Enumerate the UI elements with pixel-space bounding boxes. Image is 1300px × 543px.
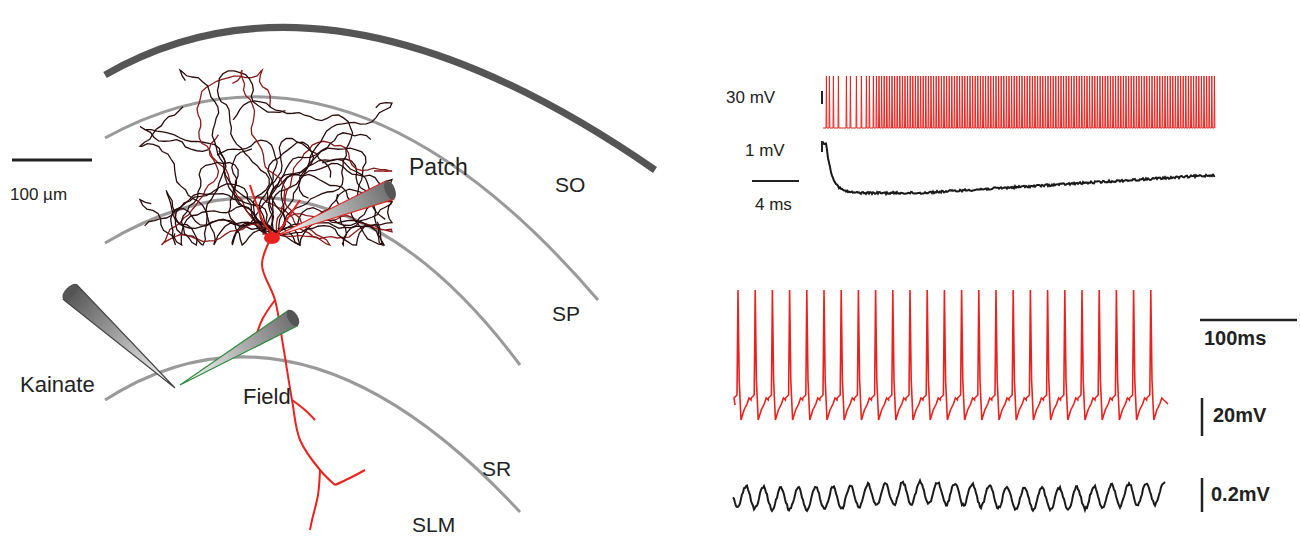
pipette-end	[60, 281, 81, 303]
scale-bar	[752, 180, 799, 182]
scale-bar	[821, 141, 823, 152]
spike-train	[734, 290, 1168, 420]
pipette-body	[180, 310, 298, 385]
pipette-label: Kainate	[20, 374, 95, 396]
dendrite	[272, 224, 366, 245]
scale-label: 100 µm	[10, 186, 67, 203]
kainate-pipette	[60, 281, 175, 388]
dendrite	[140, 107, 264, 245]
scale-label: 1 mV	[745, 142, 785, 159]
scale-bar	[12, 159, 92, 162]
layer-label: SO	[555, 174, 585, 195]
dendrite	[145, 193, 278, 231]
dendrite	[229, 149, 271, 245]
axon	[262, 240, 335, 485]
field-trace	[822, 142, 1215, 194]
pipette-end	[382, 179, 399, 201]
scale-bar	[821, 91, 823, 104]
scale-label: 30 mV	[726, 89, 775, 106]
scale-bar	[1201, 478, 1204, 512]
layer-label: SR	[482, 458, 511, 479]
scale-label: 20mV	[1213, 405, 1266, 425]
pipette-body	[276, 181, 394, 236]
axon	[250, 185, 276, 236]
soma	[264, 232, 280, 244]
axon	[292, 400, 315, 420]
layer-label: SLM	[412, 514, 455, 535]
pipette-body	[63, 285, 175, 388]
dendrite	[271, 133, 371, 245]
scale-label: 100ms	[1204, 328, 1266, 348]
dendrite	[180, 70, 267, 233]
axon	[335, 470, 365, 485]
lfp-oscillation	[733, 481, 1165, 511]
patch-pipette	[276, 179, 398, 236]
dendritic-tree	[140, 70, 392, 245]
axon	[310, 470, 320, 530]
dendrite	[162, 135, 266, 245]
scale-label: 0.2mV	[1211, 484, 1270, 504]
dendrite	[140, 126, 280, 234]
alveus-arc	[105, 27, 655, 170]
pipette-label: Field	[243, 386, 291, 408]
pipette-label: Patch	[409, 156, 468, 179]
layer-boundary	[105, 97, 598, 300]
field-pipette	[180, 308, 302, 385]
spike-train	[823, 76, 1215, 128]
layer-label: SP	[552, 303, 580, 324]
scale-bar	[1200, 319, 1297, 322]
scale-label: 4 ms	[755, 196, 792, 213]
scale-bar	[1201, 398, 1204, 436]
dendrite	[167, 162, 267, 245]
pipette-end	[284, 308, 302, 329]
